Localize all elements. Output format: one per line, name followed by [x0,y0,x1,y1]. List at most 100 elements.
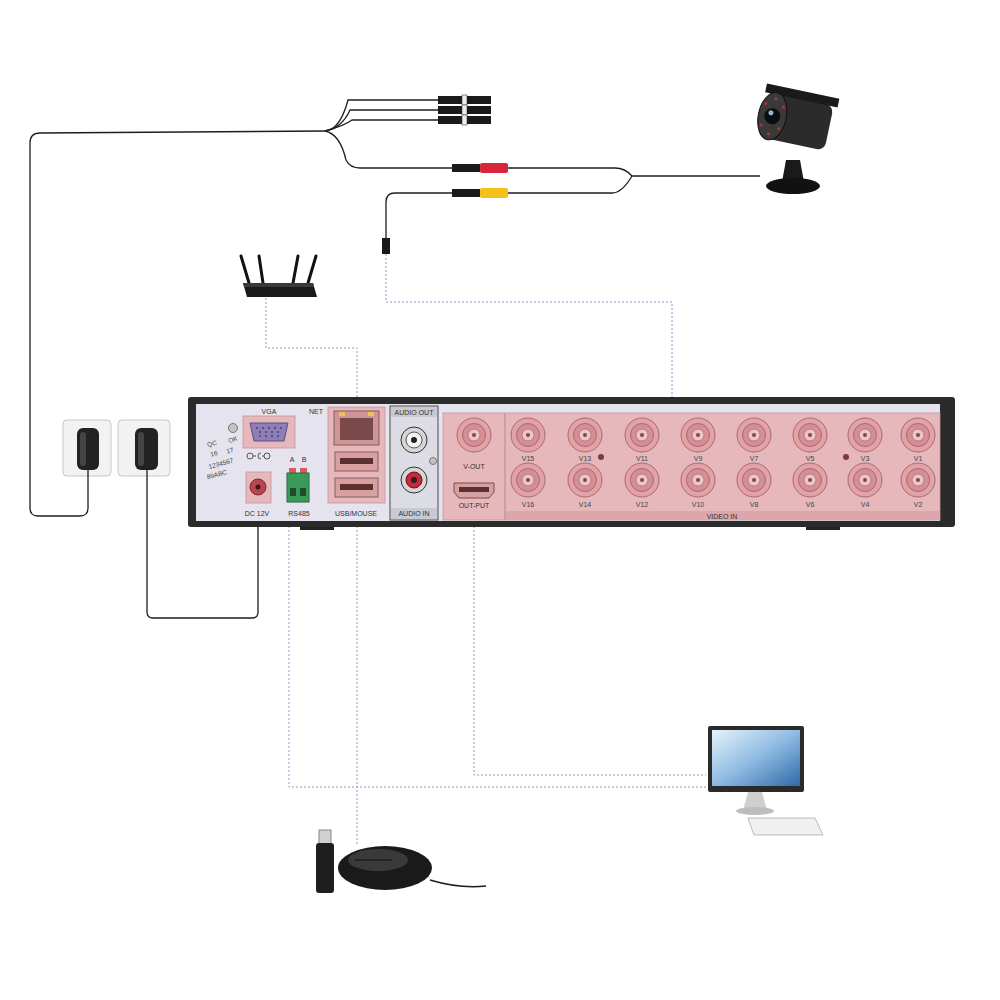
rca-jack [406,472,422,488]
cctv-camera [774,97,778,101]
port-region [506,511,940,520]
bnc-connector [583,478,587,482]
rs485-port: ABRS485 [283,452,315,520]
panel-led [843,454,849,460]
network-usb-port: NETUSB/MOUSE [305,404,387,520]
rca-jack [406,432,422,448]
rs485-terminal [300,488,306,496]
vga-connector [280,427,282,429]
bnc-connector [574,424,597,447]
channel-label: V6 [806,501,815,508]
bnc-connector [808,433,812,437]
dvr-chassis [196,404,940,521]
usb-stick [319,830,331,844]
channel-label: V10 [692,501,704,508]
bnc-connector [631,469,654,492]
bnc-connector [696,478,700,482]
bnc-connector [793,463,827,497]
channel-label: V16 [522,501,534,508]
bnc-connector [748,429,760,441]
bnc-connector [522,474,534,486]
bnc-connector [752,433,756,437]
signal-line [386,254,672,397]
bnc-connector [752,478,756,482]
monitor [748,818,823,835]
bnc-connector [526,433,530,437]
power-wire [508,168,760,176]
bnc-connector [681,418,715,452]
bnc-connector [640,478,644,482]
channel-label: V8 [750,501,759,508]
vga-connector [259,431,261,433]
port-region [328,407,385,503]
monitor [736,807,774,815]
vga-connector [259,435,261,437]
power-wire [30,100,760,618]
bnc-plug [452,189,480,197]
bnc-connector [737,463,771,497]
bnc-connector [737,418,771,452]
channel-label: V1 [914,454,923,461]
bnc-connector [579,474,591,486]
vga-connector [271,435,273,437]
bnc-connector [631,424,654,447]
bnc-plug [467,96,491,104]
bnc-connector [681,463,715,497]
power-adapter [77,428,99,470]
rj45-port [334,411,379,445]
bnc-connector [743,469,766,492]
bnc-plug [462,115,467,125]
dc-polarity-symbol [258,453,261,459]
usb-port [340,458,373,464]
bnc-connector [848,463,882,497]
rca-jack [430,458,437,465]
dc-jack [250,479,266,495]
bnc-connector [522,429,534,441]
router [308,256,316,283]
channel-label: V7 [750,454,759,461]
video-in-port: VIDEO IN [505,413,940,520]
cctv-camera [764,102,768,106]
bnc-connector [799,424,822,447]
usb-port [335,452,378,471]
vga-connector [268,427,270,429]
power-adapter [63,420,111,476]
router [241,256,316,283]
rj45-port [339,412,345,416]
port-label: B [302,456,307,463]
power-adapter [118,420,170,476]
panel-led [598,454,604,460]
bnc-connector [737,463,771,497]
cctv-camera [767,132,771,136]
power-adapter [63,420,170,476]
bnc-connector [916,433,920,437]
monitor [712,730,800,786]
bnc-connector [859,474,871,486]
bnc-connector [625,463,659,497]
bnc-connector [863,478,867,482]
mouse [355,860,392,861]
rca-jack [411,437,417,443]
rca-jack [411,477,417,483]
dc-polarity-symbol [253,456,256,457]
bnc-connector [901,418,935,452]
vga-connector [229,424,238,433]
bnc-connector [743,424,766,447]
router [241,256,317,297]
dvr-chassis [188,397,955,527]
usb-port [335,452,378,497]
cctv-camera [759,123,763,127]
rj45-port [340,418,373,440]
mouse [430,880,486,887]
bnc-plug [382,95,508,254]
vga-connector [274,427,276,429]
bnc-connector [625,418,659,452]
router [243,283,314,287]
router [293,256,298,283]
bnc-connector [799,469,822,492]
bnc-plug [467,106,491,114]
cctv-camera [768,110,774,116]
bnc-connector [472,433,476,437]
bnc-connector [526,478,530,482]
